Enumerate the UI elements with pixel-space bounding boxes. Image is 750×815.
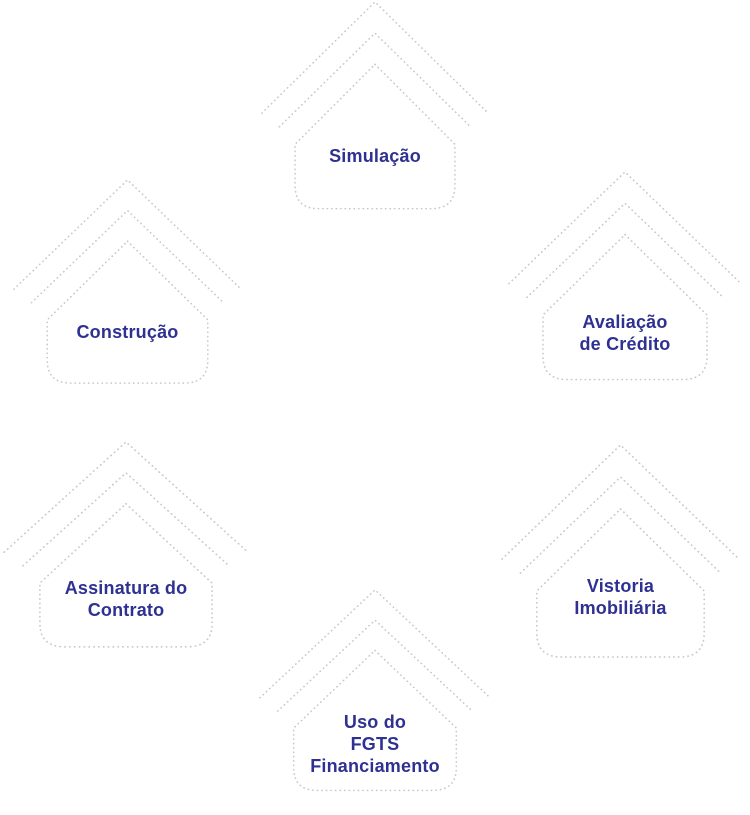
step-uso-fgts-financiamento: Uso do FGTS Financiamento bbox=[256, 588, 494, 815]
house-outline-icon bbox=[501, 444, 740, 658]
step-label: Simulação bbox=[329, 146, 421, 167]
step-vistoria-imobiliaria: Vistoria Imobiliária bbox=[498, 443, 743, 683]
house-outline-icon bbox=[261, 1, 489, 210]
step-label: Construção bbox=[76, 321, 179, 342]
house-outline-icon bbox=[259, 589, 491, 792]
step-assinatura-contrato: Assinatura do Contrato bbox=[0, 440, 252, 672]
house-outline-icon bbox=[3, 441, 249, 648]
step-avaliacao-credito: Avaliação de Crédito bbox=[505, 170, 745, 405]
house-outline-icon bbox=[508, 171, 742, 381]
step-construcao: Construção bbox=[10, 178, 245, 408]
step-label: Avaliação de Crédito bbox=[579, 312, 671, 354]
house-outline-icon bbox=[13, 179, 242, 384]
step-label: Uso do FGTS Financiamento bbox=[310, 711, 440, 776]
step-label: Assinatura do Contrato bbox=[64, 577, 188, 620]
step-simulacao: Simulação bbox=[258, 0, 492, 234]
step-label: Vistoria Imobiliária bbox=[574, 576, 667, 618]
